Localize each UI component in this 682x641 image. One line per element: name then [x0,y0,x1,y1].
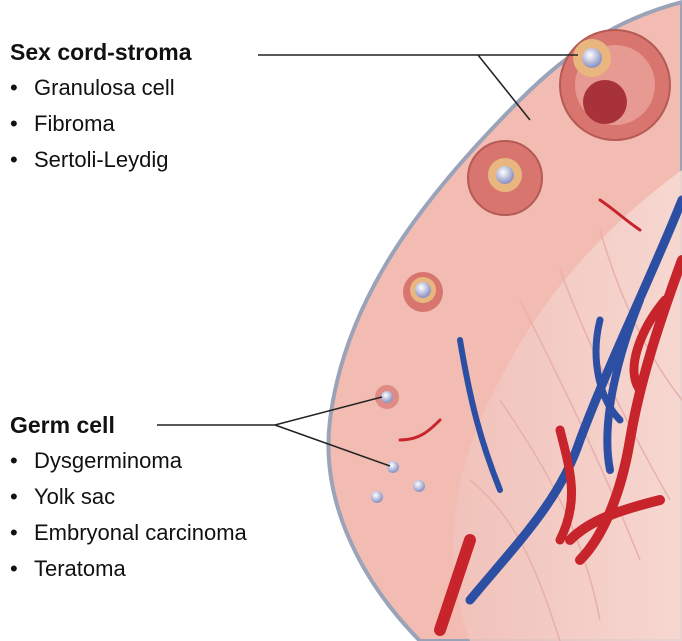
follicle-small [403,272,443,312]
list-item: •Yolk sac [10,484,116,509]
leader-lines [157,54,578,467]
list-item: •Embryonal carcinoma [10,520,247,545]
follicle-medium [467,140,543,216]
primordial-follicles [371,385,425,503]
sex-cord-stroma-heading: Sex cord-stroma [10,39,192,65]
list-item: •Fibroma [10,111,115,136]
list-item: •Dysgerminoma [10,448,182,473]
list-item: •Sertoli-Leydig [10,147,169,172]
germ-cell-heading: Germ cell [10,412,115,438]
sex-cord-stroma-group: Sex cord-stroma •Granulosa cell •Fibroma… [10,38,192,178]
list-item: •Teratoma [10,556,126,581]
list-item: •Granulosa cell [10,75,175,100]
blood-vessels [398,195,682,636]
germ-cell-group: Germ cell •Dysgerminoma •Yolk sac •Embry… [10,411,247,587]
follicle-large [559,29,671,141]
